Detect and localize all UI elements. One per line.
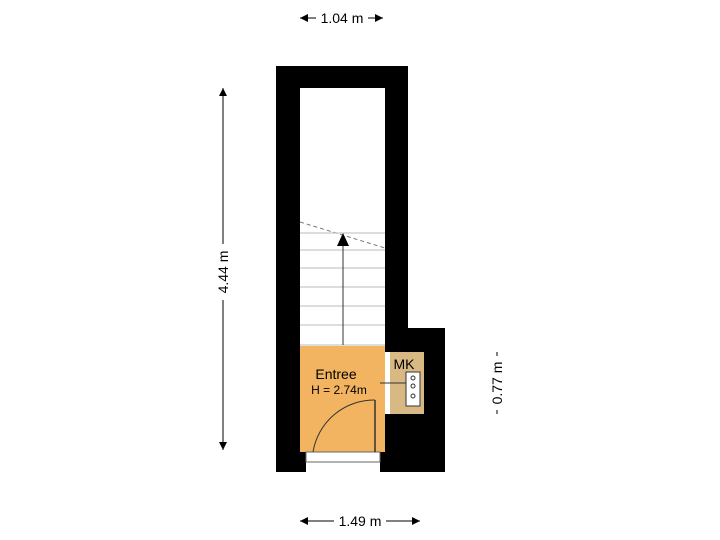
- dimension-bottom: 1.49 m: [300, 512, 420, 530]
- room-entrance: [300, 346, 385, 452]
- room-name-entrance: Entree: [315, 366, 356, 382]
- meter-appliance: [405, 371, 421, 407]
- room-name-closet: MK: [394, 356, 416, 372]
- room-height-entrance: H = 2.74m: [311, 383, 367, 397]
- entrance-door: [305, 399, 381, 463]
- wall-bottom-right: [380, 452, 408, 472]
- dimension-bottom-label: 1.49 m: [339, 513, 382, 529]
- dimension-right-label: 0.77 m: [489, 362, 505, 405]
- wall-right-upper: [385, 66, 408, 330]
- wall-bottom-left: [276, 452, 306, 472]
- walls: [276, 66, 445, 472]
- door-swing-arc: [312, 399, 376, 453]
- dimension-left-label: 4.44 m: [215, 251, 231, 294]
- dimension-top-label: 1.04 m: [321, 10, 364, 26]
- wall-left: [276, 66, 300, 472]
- dimension-top: 1.04 m: [300, 9, 383, 27]
- wall-top: [276, 66, 408, 88]
- dimension-right: 0.77 m: [489, 352, 505, 414]
- stair-arrow-icon: [337, 233, 349, 246]
- dimension-left: 4.44 m: [214, 88, 232, 450]
